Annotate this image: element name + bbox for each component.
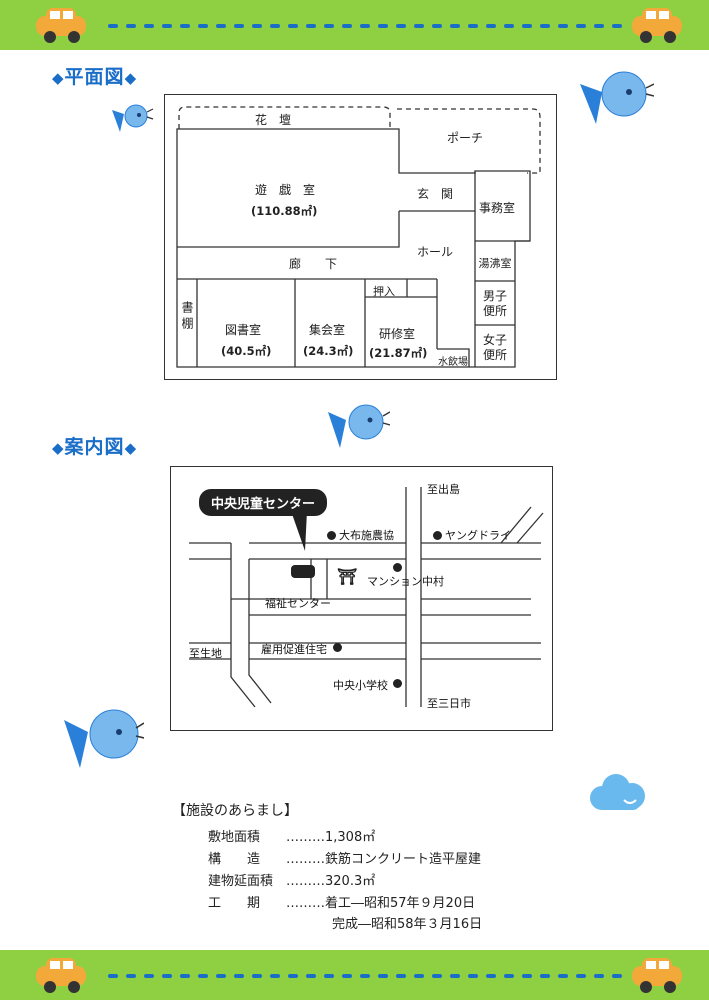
koyo-label: 雇用促進住宅 bbox=[261, 643, 327, 656]
car-icon bbox=[36, 8, 86, 43]
top-band-art bbox=[36, 8, 682, 43]
porch-outline bbox=[397, 108, 541, 174]
car-icon bbox=[36, 958, 86, 993]
kadan-label: 花 壇 bbox=[255, 113, 292, 127]
water-label: 水飲場 bbox=[438, 357, 468, 368]
facility-row-dots: ……… bbox=[286, 852, 325, 867]
facility-row-value: 着工―昭和57年９月20日 bbox=[325, 896, 476, 911]
training-area: (21.87㎡) bbox=[369, 346, 428, 360]
dash-line bbox=[108, 974, 622, 978]
top-decorative-band bbox=[0, 0, 709, 50]
guide-map-roads bbox=[189, 487, 544, 708]
playroom-label: 遊 戯 室 bbox=[255, 183, 316, 197]
facility-completion: 完成―昭和58年３月16日 bbox=[332, 917, 483, 932]
floor-plan-heading: ◆平面図◆ bbox=[52, 62, 137, 89]
road-line bbox=[230, 543, 256, 708]
diamond-icon: ◆ bbox=[52, 69, 65, 87]
welfare-label: 福祉センター bbox=[265, 597, 331, 610]
yang-label: ヤングドライ bbox=[445, 529, 511, 542]
location-dot bbox=[327, 531, 336, 540]
location-dot bbox=[393, 679, 402, 688]
office-label: 事務室 bbox=[479, 201, 516, 215]
diamond-icon: ◆ bbox=[52, 439, 65, 457]
facility-row: 建物延面積 ………320.3㎡ bbox=[208, 870, 375, 889]
bird-icon bbox=[112, 104, 154, 132]
assembly-area: (24.3㎡) bbox=[303, 344, 354, 358]
corridor-label: 廊 下 bbox=[289, 257, 338, 271]
location-dot bbox=[333, 643, 342, 652]
yuwakashi-label: 湯沸室 bbox=[478, 257, 512, 270]
facility-row-label: 建物延面積 bbox=[208, 874, 274, 889]
location-dot bbox=[393, 563, 402, 572]
hall-label: ホール bbox=[417, 245, 454, 259]
facility-row-label: 工 期 bbox=[208, 896, 261, 911]
car-icon bbox=[632, 8, 682, 43]
facility-row-label: 構 造 bbox=[208, 852, 261, 867]
floor-plan-drawing bbox=[176, 106, 541, 368]
building-outer-wall bbox=[176, 128, 531, 368]
floor-plan-heading-text: 平面図 bbox=[64, 66, 125, 88]
guide-map-heading-text: 案内図 bbox=[64, 436, 125, 458]
facility-row-dots: ……… bbox=[286, 896, 325, 911]
obu-label: 大布施農協 bbox=[339, 529, 394, 542]
guide-map-heading: ◆案内図◆ bbox=[52, 432, 137, 459]
facility-heading: 【施設のあらまし】 bbox=[172, 803, 298, 819]
facility-row-dots: ……… bbox=[286, 830, 325, 845]
closet-label: 押入 bbox=[373, 285, 395, 298]
training-label: 研修室 bbox=[379, 327, 416, 341]
floor-plan-panel: 花 壇 ポーチ 遊 戯 室 (110.88㎡) 玄 関 事務室 ホール 湯沸室 … bbox=[164, 94, 557, 380]
facility-row-label: 敷地面積 bbox=[208, 830, 261, 845]
facility-row-dots: ……… bbox=[286, 874, 325, 889]
facility-row-value: 320.3㎡ bbox=[325, 874, 376, 889]
road-line bbox=[516, 512, 544, 544]
facility-row-value: 鉄筋コンクリート造平屋建 bbox=[325, 852, 482, 867]
car-icon bbox=[632, 958, 682, 993]
men-toilet-label: 男子便所 bbox=[482, 289, 507, 318]
library-area: (40.5㎡) bbox=[221, 344, 272, 358]
mikkaichi-label: 至三日市 bbox=[427, 697, 471, 710]
facility-row: 構 造 ………鉄筋コンクリート造平屋建 bbox=[208, 848, 481, 867]
center-building-marker bbox=[291, 565, 315, 578]
location-dot bbox=[433, 531, 442, 540]
diamond-icon: ◆ bbox=[124, 439, 138, 457]
water-wall bbox=[437, 348, 470, 367]
women-toilet-label: 女子便所 bbox=[482, 333, 507, 362]
ikuchi-label: 至生地 bbox=[189, 647, 222, 660]
bird-icon bbox=[64, 709, 144, 768]
school-label: 中央小学校 bbox=[333, 679, 388, 692]
genkan-label: 玄 関 bbox=[417, 187, 454, 201]
diamond-icon: ◆ bbox=[124, 69, 138, 87]
facility-row-value: 1,308㎡ bbox=[325, 830, 376, 845]
kadan-outline bbox=[178, 106, 391, 129]
shelf-label: 書棚 bbox=[180, 301, 194, 333]
road-line bbox=[500, 506, 532, 544]
callout-pointer bbox=[291, 511, 307, 551]
bottom-band-art bbox=[36, 958, 682, 993]
facility-row: 敷地面積 ………1,308㎡ bbox=[208, 826, 375, 845]
library-label: 図書室 bbox=[225, 323, 262, 337]
guide-map-panel: 中央児童センター ⛩ 至出島 大布施農協 ヤングドライ マンション中村 福祉セン… bbox=[170, 466, 553, 731]
bird-icon bbox=[328, 404, 390, 448]
porch-label: ポーチ bbox=[447, 131, 484, 145]
dejima-label: 至出島 bbox=[427, 483, 460, 496]
playroom-area: (110.88㎡) bbox=[251, 204, 318, 218]
road-line bbox=[248, 559, 272, 704]
bottom-decorative-band bbox=[0, 950, 709, 1000]
facility-row: 工 期 ………着工―昭和57年９月20日 bbox=[208, 892, 475, 911]
playroom-wall bbox=[177, 211, 400, 248]
assembly-label: 集会室 bbox=[309, 323, 346, 337]
shrine-icon: ⛩ bbox=[337, 567, 358, 586]
dash-line bbox=[108, 24, 622, 28]
facility-summary: 【施設のあらまし】 敷地面積………1,308㎡ 構 造………鉄筋コンクリート造平… bbox=[172, 800, 572, 932]
bird-icon bbox=[580, 71, 654, 124]
cloud-icon bbox=[590, 774, 645, 810]
mansion-label: マンション中村 bbox=[367, 575, 444, 588]
